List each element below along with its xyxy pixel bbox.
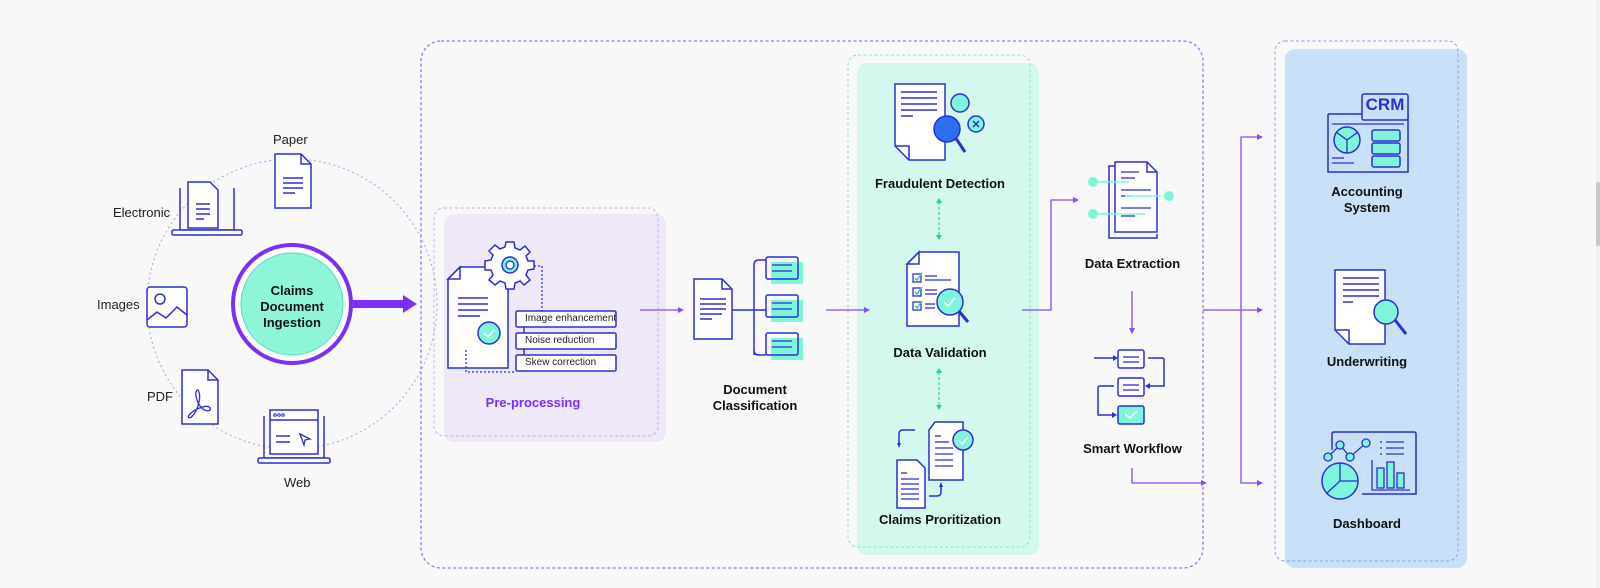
connector-valid-to-extract bbox=[1022, 199, 1075, 311]
processing-container bbox=[420, 40, 1204, 569]
pdf-icon bbox=[181, 369, 219, 425]
data-extraction-label: Data Extraction bbox=[1084, 256, 1181, 271]
underwriting-label: Underwriting bbox=[1326, 354, 1408, 369]
preprocessing-title: Pre-processing bbox=[485, 395, 581, 410]
connector-outputs-branch bbox=[1240, 136, 1259, 484]
validation-dashed-border bbox=[847, 54, 1031, 548]
document-classification-icon bbox=[693, 256, 803, 360]
dashboard-label: Dashboard bbox=[1333, 516, 1401, 531]
source-label-images: Images bbox=[97, 297, 140, 312]
source-label-electronic: Electronic bbox=[113, 205, 171, 220]
claims-prioritization-icon bbox=[896, 421, 974, 509]
preprocessing-step-2: Noise reduction bbox=[525, 335, 595, 346]
paper-document-icon bbox=[274, 153, 312, 209]
source-label-paper: Paper bbox=[273, 132, 308, 147]
connector-workflow-out bbox=[1131, 468, 1203, 484]
preprocessing-dashed-border bbox=[433, 207, 659, 437]
hub-label-line-2: Document bbox=[260, 299, 324, 314]
fraud-detection-label: Fraudulent Detection bbox=[874, 176, 1005, 191]
accounting-label-line-2: System bbox=[1343, 200, 1391, 215]
data-validation-icon bbox=[905, 250, 970, 327]
outputs-dashed-border bbox=[1274, 40, 1459, 562]
classification-title: Document Classification bbox=[700, 382, 810, 414]
scrollbar-track[interactable] bbox=[1596, 0, 1600, 588]
crm-text: CRM bbox=[1365, 95, 1405, 114]
source-label-pdf: PDF bbox=[147, 389, 173, 404]
smart-workflow-label: Smart Workflow bbox=[1083, 441, 1182, 456]
hub-inner-circle bbox=[240, 252, 344, 356]
laptop-document-icon bbox=[171, 181, 243, 236]
source-label-web: Web bbox=[284, 475, 311, 490]
web-browser-icon bbox=[257, 409, 331, 464]
classification-title-line-1: Document bbox=[723, 382, 787, 397]
hub-label: Claims Document Ingestion bbox=[252, 283, 332, 331]
fraud-detection-icon bbox=[894, 83, 985, 161]
classification-title-line-2: Classification bbox=[712, 398, 798, 413]
preprocessing-icon bbox=[446, 241, 617, 373]
claims-prioritization-label: Claims Proritization bbox=[878, 512, 1002, 527]
underwriting-icon bbox=[1334, 269, 1408, 345]
dashboard-icon bbox=[1321, 431, 1417, 500]
preprocessing-step-1: Image enhancement bbox=[525, 313, 617, 324]
data-extraction-icon bbox=[1088, 161, 1174, 239]
smart-workflow-icon bbox=[1094, 349, 1165, 425]
accounting-label-line-1: Accounting bbox=[1331, 184, 1403, 199]
scrollbar-thumb[interactable] bbox=[1596, 182, 1600, 246]
hub-arrow-shaft bbox=[352, 300, 406, 308]
hub-label-line-3: Ingestion bbox=[263, 315, 321, 330]
accounting-crm-icon bbox=[1327, 93, 1409, 173]
hub-label-line-1: Claims bbox=[270, 283, 314, 298]
accounting-system-label: Accounting System bbox=[1302, 184, 1432, 216]
hub-arrow-head bbox=[403, 295, 417, 313]
preprocessing-step-3: Skew correction bbox=[525, 357, 597, 368]
data-validation-label: Data Validation bbox=[893, 345, 987, 360]
image-icon bbox=[146, 286, 188, 328]
